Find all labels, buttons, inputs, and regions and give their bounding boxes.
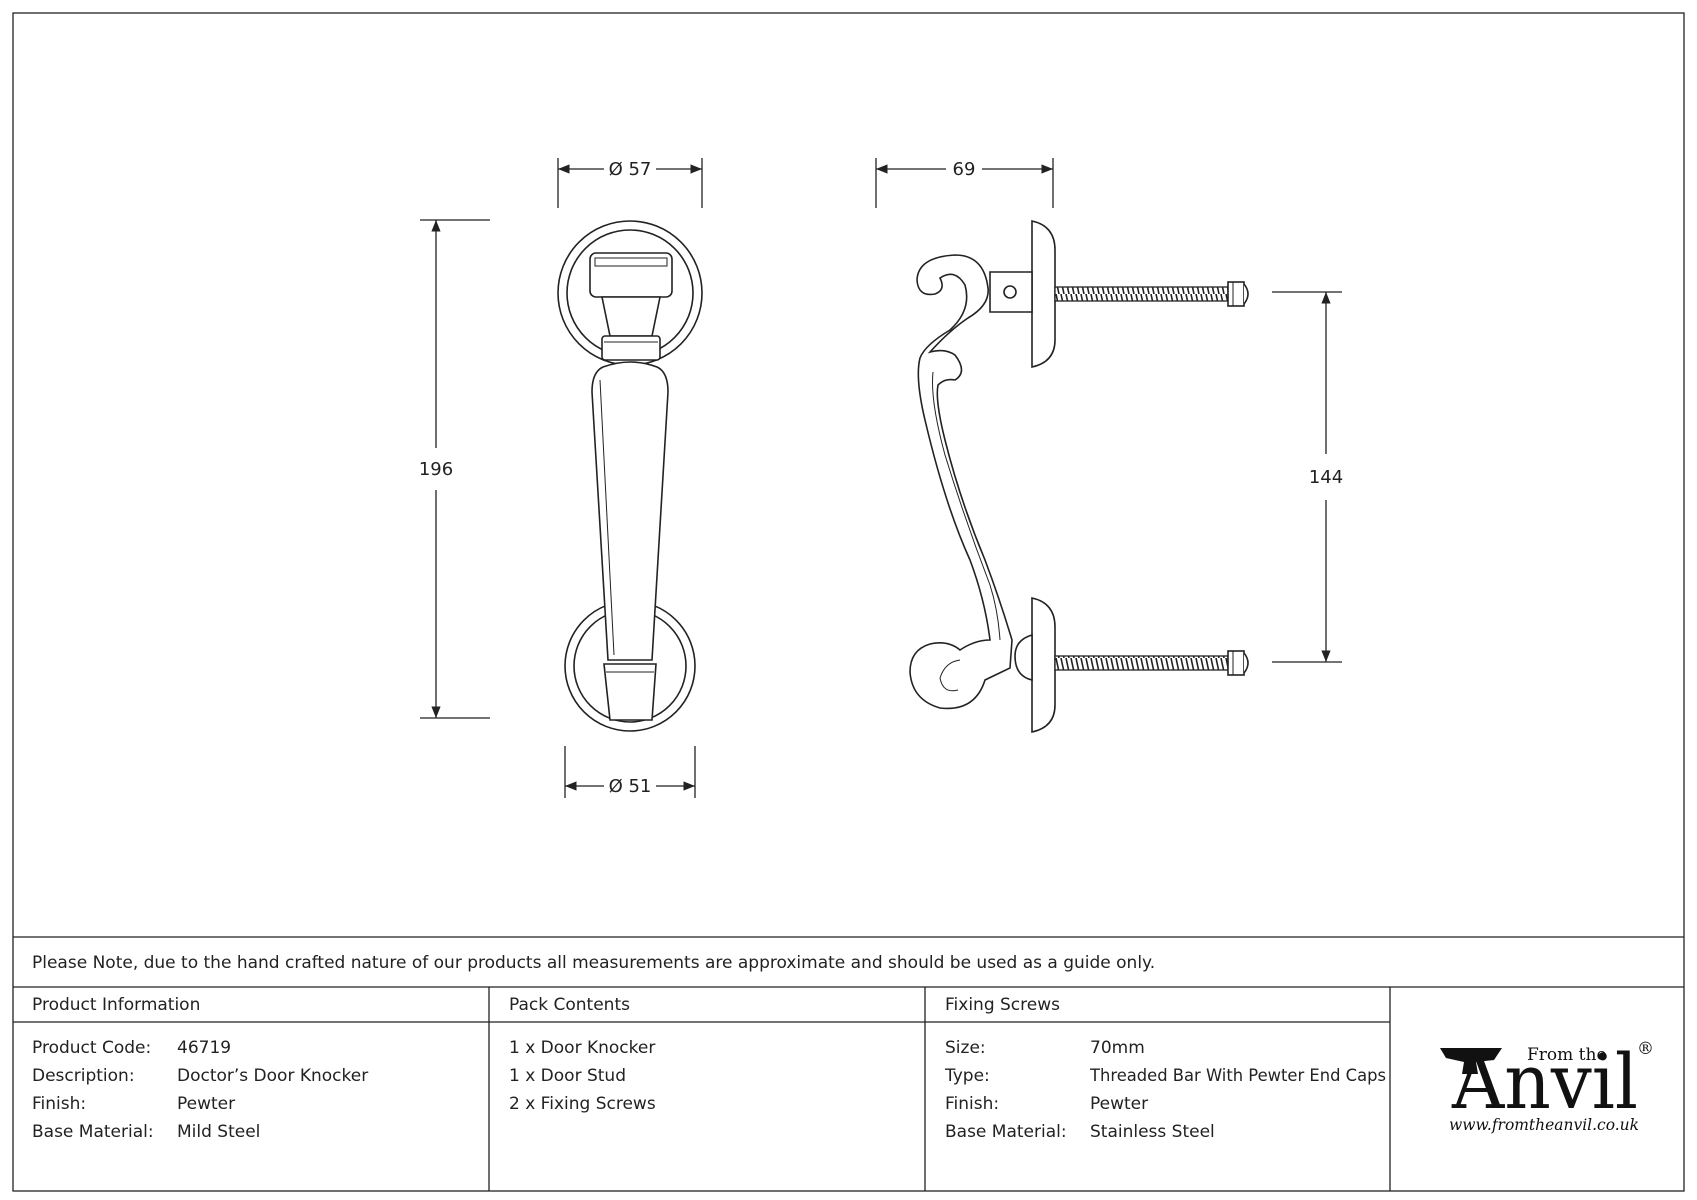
base-material-value: Mild Steel — [177, 1122, 260, 1142]
top-neck — [601, 296, 661, 337]
logo-from-the: From the — [1527, 1045, 1607, 1065]
pack-item: 2 x Fixing Screws — [509, 1094, 656, 1114]
dim-label-depth: 69 — [953, 159, 976, 180]
pack-item: 1 x Door Stud — [509, 1066, 626, 1086]
dim-label-bottom-diameter: Ø 51 — [609, 776, 652, 797]
bottom-backplate — [1031, 597, 1056, 733]
product-info-section: Product Information Product Code: 46719 … — [32, 995, 368, 1142]
bottom-screw-thread — [1054, 655, 1229, 671]
logo-brand: Anvil — [1451, 1037, 1638, 1126]
screw-type-value: Threaded Bar With Pewter End Caps — [1089, 1066, 1386, 1086]
logo-registered: ® — [1637, 1039, 1654, 1059]
stud-boss — [1014, 633, 1033, 682]
anvil-icon — [1440, 1048, 1502, 1074]
pack-contents-header: Pack Contents — [509, 995, 630, 1015]
sheet-frame — [12, 12, 1685, 1192]
screw-material-label: Base Material: — [945, 1122, 1067, 1142]
top-collar — [601, 335, 661, 361]
knocker-side-profile — [909, 254, 1013, 710]
finish-value: Pewter — [177, 1094, 235, 1114]
screw-finish-value: Pewter — [1090, 1094, 1148, 1114]
pack-contents-section: Pack Contents 1 x Door Knocker 1 x Door … — [509, 995, 656, 1114]
top-screw-thread — [1054, 286, 1229, 302]
from-the-anvil-logo: From the Anvil ® www.fromtheanvil.co.uk — [1440, 1037, 1654, 1134]
dimension-height: 196 — [419, 219, 490, 719]
fixing-screws-header: Fixing Screws — [945, 995, 1060, 1015]
finish-label: Finish: — [32, 1094, 86, 1114]
dim-label-height: 196 — [419, 459, 453, 480]
screw-size-value: 70mm — [1090, 1038, 1145, 1058]
bottom-screw-cap — [1227, 650, 1245, 676]
screw-type-label: Type: — [944, 1066, 990, 1086]
dimension-depth: 69 — [875, 158, 1054, 208]
dimension-top-diameter: Ø 57 — [557, 158, 703, 208]
knocker-body — [591, 361, 669, 661]
description-value: Doctor’s Door Knocker — [177, 1066, 368, 1086]
description-label: Description: — [32, 1066, 135, 1086]
bottom-striker — [603, 663, 657, 721]
top-screw-cap — [1227, 281, 1245, 307]
pivot-pin — [1003, 285, 1017, 299]
disclaimer-note: Please Note, due to the hand crafted nat… — [32, 953, 1155, 973]
logo-url: www.fromtheanvil.co.uk — [1449, 1115, 1639, 1134]
side-view — [909, 220, 1249, 733]
dim-label-centres: 144 — [1309, 467, 1343, 488]
dimension-centres: 144 — [1272, 291, 1343, 663]
product-code-value: 46719 — [177, 1038, 231, 1058]
pack-item: 1 x Door Knocker — [509, 1038, 655, 1058]
fixing-screws-section: Fixing Screws Size: 70mm Type: Threaded … — [944, 995, 1386, 1142]
dimension-bottom-diameter: Ø 51 — [564, 746, 696, 798]
product-code-label: Product Code: — [32, 1038, 151, 1058]
screw-finish-label: Finish: — [945, 1094, 999, 1114]
top-backplate — [1031, 220, 1056, 368]
top-mount-block — [589, 252, 673, 298]
screw-material-value: Stainless Steel — [1090, 1122, 1215, 1142]
product-info-header: Product Information — [32, 995, 200, 1015]
base-material-label: Base Material: — [32, 1122, 154, 1142]
screw-size-label: Size: — [945, 1038, 986, 1058]
dim-label-top-diameter: Ø 57 — [609, 159, 652, 180]
front-view — [557, 220, 703, 732]
